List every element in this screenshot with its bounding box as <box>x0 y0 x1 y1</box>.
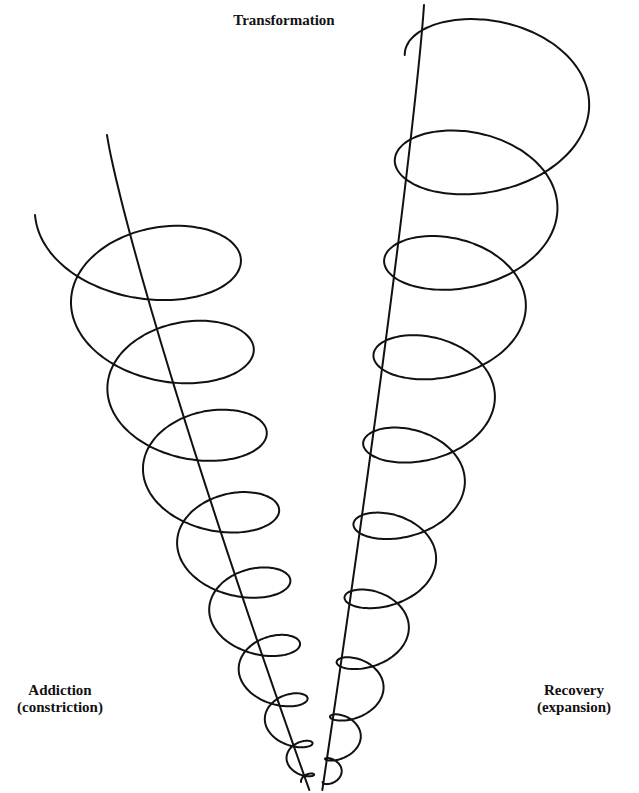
top-label: Transformation <box>184 12 384 29</box>
side-label: Recovery (expansion) <box>518 682 630 716</box>
right-axis-line <box>322 5 424 790</box>
left-axis-line <box>107 135 309 790</box>
side-label: Addiction (constriction) <box>4 682 116 716</box>
recovery-spiral <box>323 19 590 784</box>
